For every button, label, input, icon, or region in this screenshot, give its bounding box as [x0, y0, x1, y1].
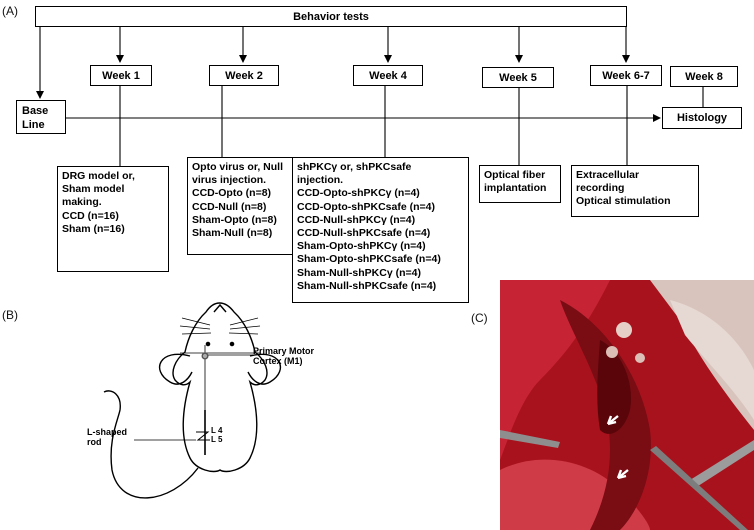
- note-line: Sham-Null-shPKCsafe (n=4): [297, 279, 437, 292]
- note-line: Extracellular: [576, 169, 640, 181]
- rat-whiskers: [179, 317, 261, 335]
- note-line: CCD-Null-shPKCsafe (n=4): [297, 227, 431, 240]
- note-line: Sham-Opto (n=8): [192, 213, 277, 226]
- note-line: Sham (n=16): [62, 222, 125, 235]
- note-line: CCD-Null (n=8): [192, 200, 267, 213]
- week67-box: Week 6-7: [590, 65, 662, 86]
- l-shaped-rod: [196, 431, 210, 441]
- note-line: Sham-Opto-shPKCγ (n=4): [297, 240, 426, 253]
- rat-eye-right: [229, 341, 235, 347]
- note-line: virus injection.: [192, 174, 267, 187]
- m1-target-dot: [201, 352, 209, 360]
- note-line: DRG model or,: [62, 170, 135, 182]
- rod-label-line-1: L-shaped: [87, 427, 128, 437]
- note-line: Optical fiber: [484, 169, 546, 181]
- week8-label: Week 8: [685, 70, 723, 83]
- behavior-tests-box: Behavior tests: [35, 6, 627, 27]
- motor-cortex-line-2: Cortex (M1): [253, 356, 303, 366]
- note-line: injection.: [297, 174, 344, 187]
- week1-box: Week 1: [90, 65, 152, 86]
- rat-nose: [213, 303, 227, 313]
- l4-label: L 4: [211, 426, 223, 435]
- week5-box: Week 5: [482, 67, 554, 88]
- note-line: making.: [62, 196, 102, 209]
- motor-cortex-label: Primary Motor Cortex (M1): [253, 346, 314, 366]
- week4-note: shPKCγ or, shPKCsafe injection. CCD-Opto…: [292, 157, 469, 303]
- note-line: Opto virus or, Null: [192, 161, 284, 173]
- baseline-line-2: Line: [22, 119, 45, 131]
- panel-label-b: (B): [2, 308, 18, 322]
- week2-box: Week 2: [209, 65, 279, 86]
- motor-cortex-line-1: Primary Motor: [253, 346, 315, 356]
- rat-body: [172, 302, 268, 473]
- note-line: Optical stimulation: [576, 195, 671, 208]
- week67-note: Extracellular recording Optical stimulat…: [571, 165, 699, 217]
- rat-ear-right: [247, 353, 282, 385]
- l5-label: L 5: [211, 435, 223, 444]
- note-line: CCD-Opto-shPKCsafe (n=4): [297, 200, 435, 213]
- note-line: shPKCγ or, shPKCsafe: [297, 161, 412, 173]
- baseline-box: Base Line: [16, 100, 66, 134]
- week4-label: Week 4: [369, 69, 407, 82]
- note-line: Sham-Null-shPKCγ (n=4): [297, 266, 421, 279]
- week5-label: Week 5: [499, 71, 537, 84]
- behavior-tests-label: Behavior tests: [293, 10, 369, 23]
- note-line: Sham model: [62, 183, 125, 196]
- note-line: recording: [576, 182, 625, 195]
- week2-note: Opto virus or, Null virus injection. CCD…: [187, 157, 293, 255]
- rat-ear-left: [158, 353, 193, 385]
- week8-box: Week 8: [670, 66, 738, 87]
- week5-note: Optical fiber implantation: [479, 165, 561, 203]
- week67-label: Week 6-7: [602, 69, 650, 82]
- histology-label: Histology: [676, 112, 728, 124]
- week4-box: Week 4: [353, 65, 423, 86]
- note-line: Sham-Opto-shPKCsafe (n=4): [297, 253, 441, 266]
- note-line: implantation: [484, 182, 547, 195]
- rat-eye-left: [205, 341, 211, 347]
- baseline-line-1: Base: [22, 105, 49, 117]
- note-line: Sham-Null (n=8): [192, 227, 273, 240]
- rat-tail: [103, 390, 199, 499]
- note-line: CCD (n=16): [62, 209, 119, 222]
- note-line: CCD-Null-shPKCγ (n=4): [297, 213, 416, 226]
- surgical-photo: [500, 280, 754, 530]
- histology-box: Histology: [662, 107, 742, 129]
- week1-label: Week 1: [102, 69, 140, 82]
- week2-label: Week 2: [225, 69, 263, 82]
- rod-label-line-2: rod: [87, 437, 102, 447]
- surgical-photo-illustration: [500, 280, 754, 530]
- panel-label-a: (A): [2, 4, 18, 18]
- rat-diagram: [103, 302, 282, 499]
- panel-label-c: (C): [471, 311, 488, 325]
- rod-label: L-shaped rod: [87, 427, 127, 447]
- week1-note: DRG model or, Sham model making. CCD (n=…: [57, 166, 169, 272]
- note-line: CCD-Opto-shPKCγ (n=4): [297, 187, 420, 200]
- note-line: CCD-Opto (n=8): [192, 187, 272, 200]
